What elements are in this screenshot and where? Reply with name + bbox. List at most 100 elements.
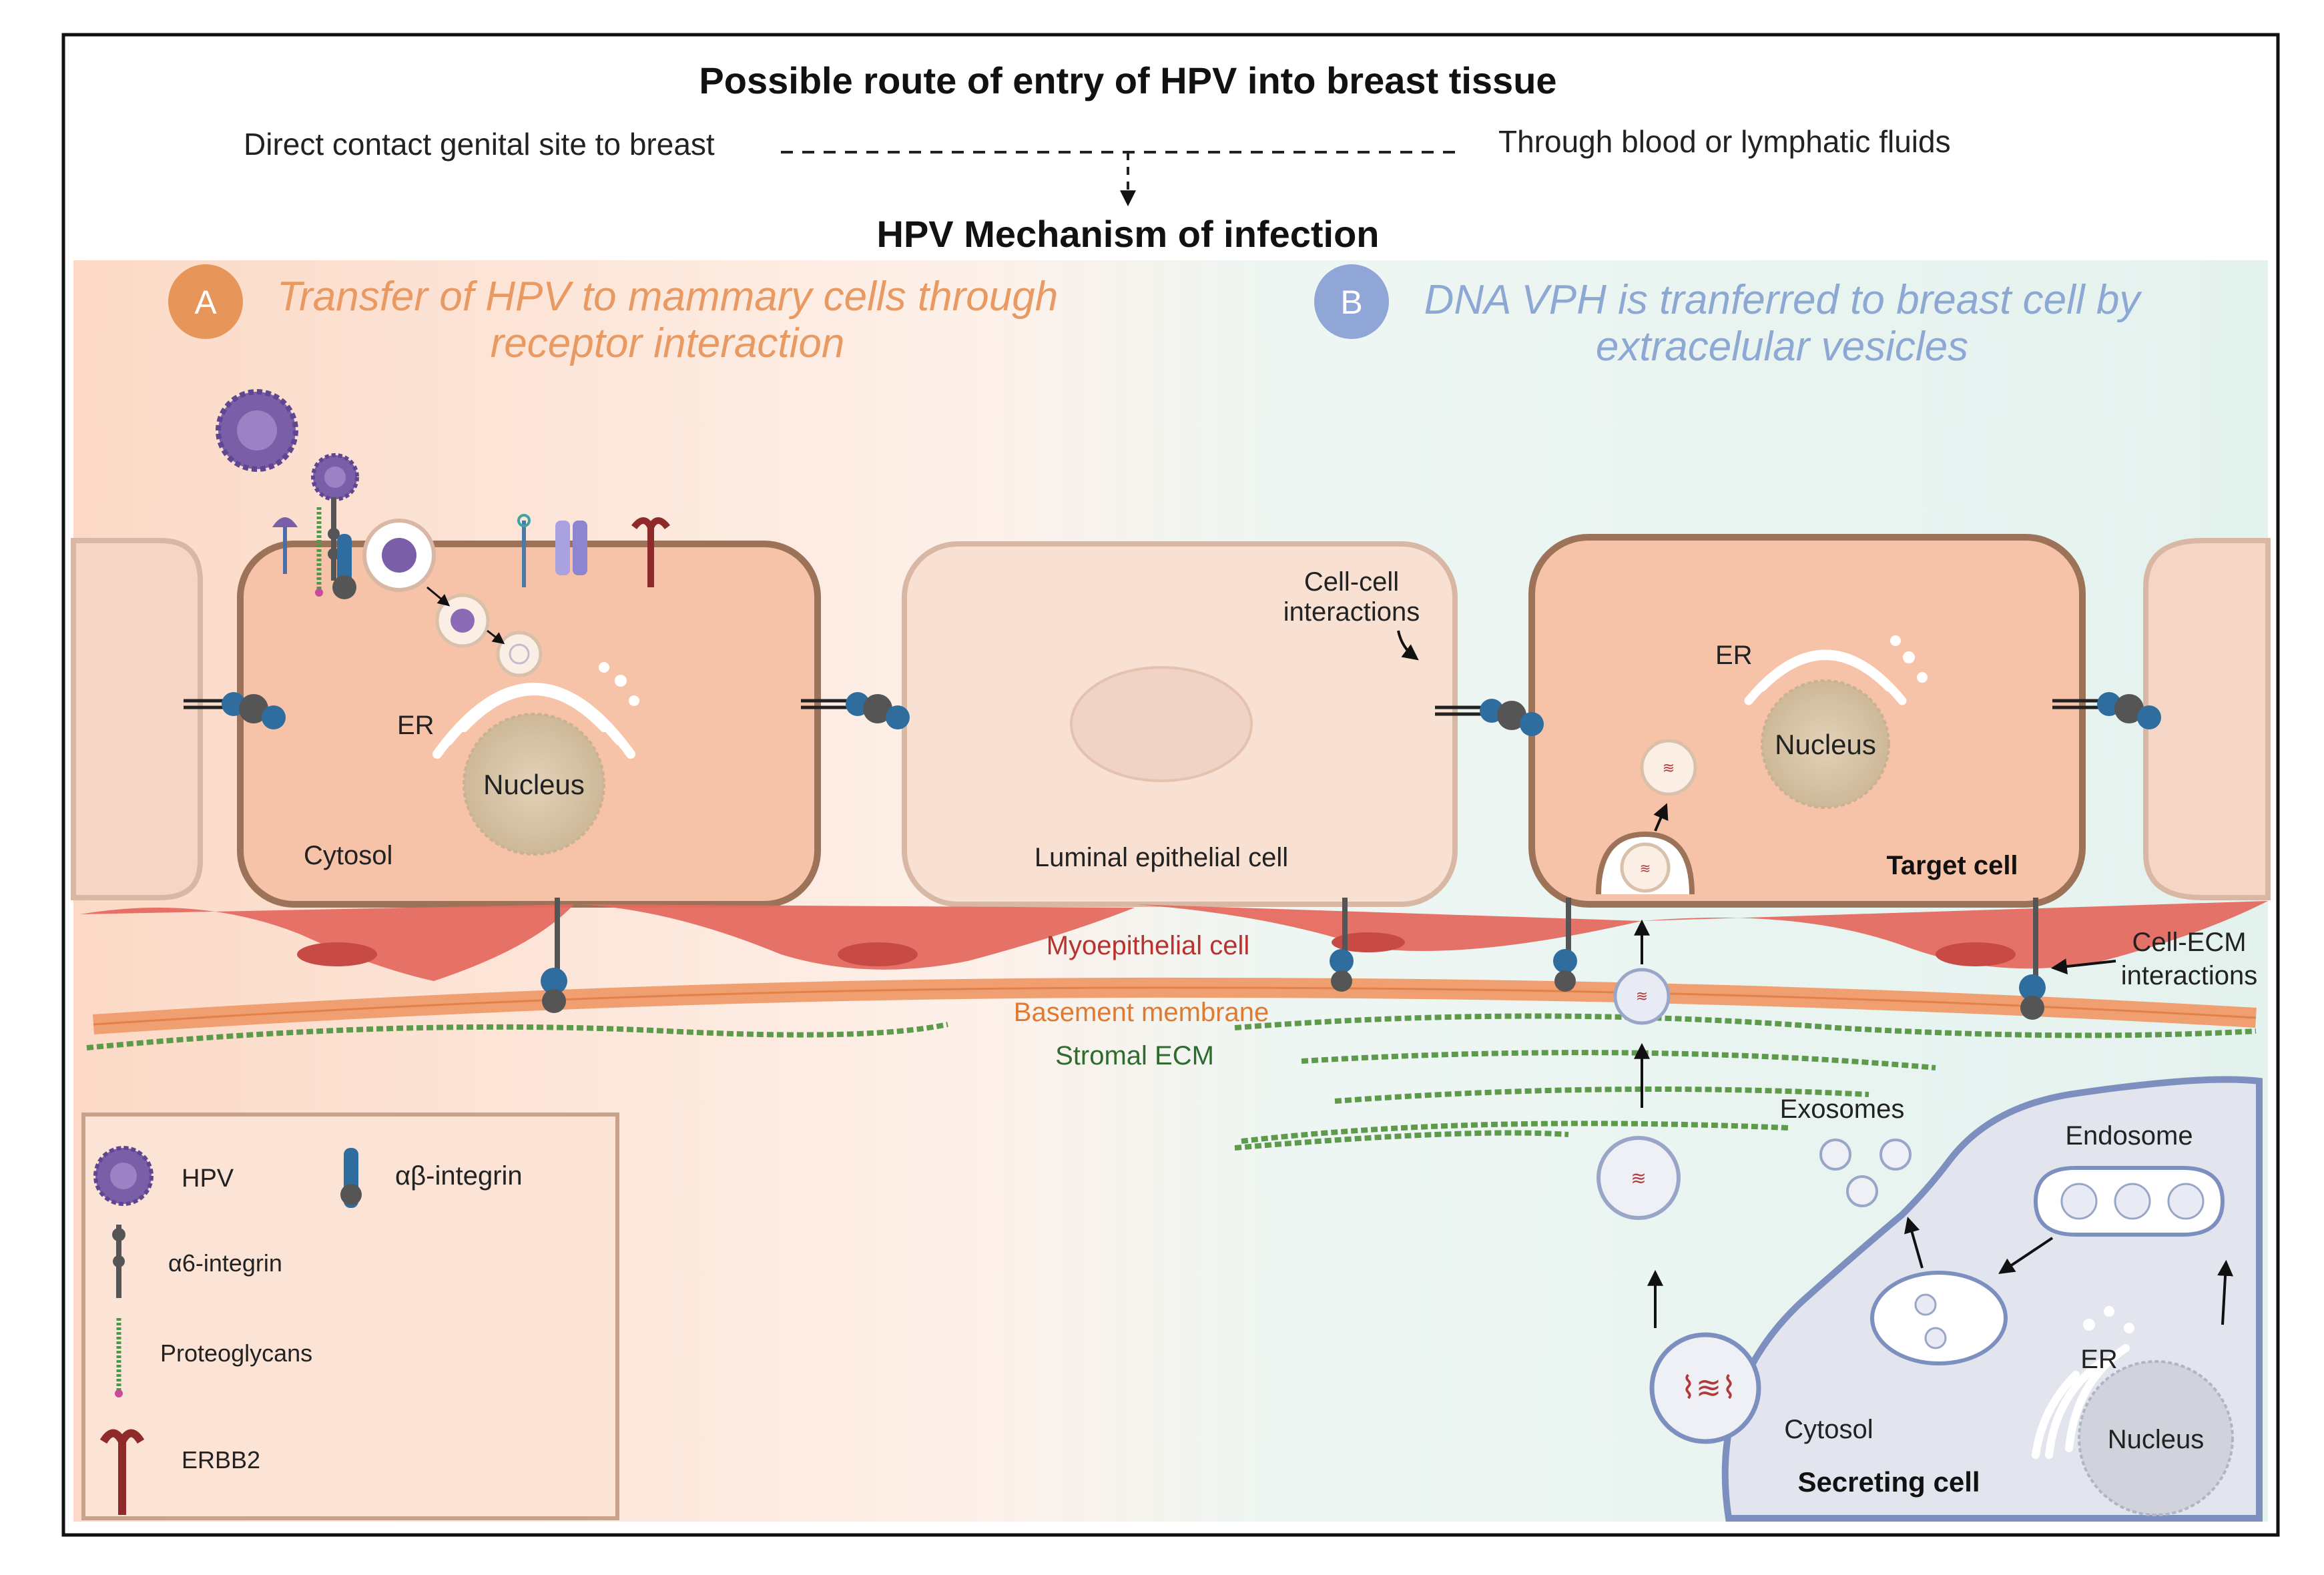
er-a-vesicles (599, 662, 639, 706)
junction-4-icon (2052, 692, 2161, 729)
cell-ecm-arrow (2050, 958, 2116, 975)
junction-2-icon (801, 692, 910, 729)
er-a-icon (432, 683, 635, 759)
junction-1-icon (184, 692, 286, 729)
route-left-label: Direct contact genital site to breast (244, 127, 715, 162)
stromal-ecm-fibers (86, 1013, 2257, 1151)
endosome-arrow (1998, 1237, 2054, 1274)
nucleus-target-label: Nucleus (1775, 729, 1876, 760)
endocytosis-arrow-1 (426, 586, 451, 607)
nucleus-secreting-label: Nucleus (2108, 1425, 2205, 1454)
nucleus-a (463, 713, 605, 856)
hpv-virion-large-icon (216, 389, 298, 472)
target-cell-label: Target cell (1886, 851, 2018, 880)
legend-ab-integrin-label: αβ-integrin (395, 1161, 523, 1191)
anchor-integrin-3-icon (1553, 898, 1577, 992)
legend-erbb2-icon (99, 1429, 145, 1515)
endocytic-hpv-3 (509, 643, 530, 665)
legend-hpv-icon (93, 1146, 154, 1206)
exosome-group-icon (1819, 1139, 1912, 1207)
epithelial-cell-partial-left (71, 538, 203, 900)
late-endosome-vesicle-1 (1914, 1293, 1937, 1316)
cell-cell-label-line2: interactions (1283, 597, 1420, 627)
myoepithelial-label: Myoepithelial cell (1047, 931, 1250, 960)
nucleus-target (1761, 679, 1890, 809)
endocytic-hpv-2 (451, 609, 475, 633)
endosome-label: Endosome (2065, 1121, 2193, 1151)
panel-a-badge (168, 264, 243, 339)
er-secreting-label: ER (2080, 1345, 2118, 1374)
transit-vesicle-2 (1596, 1136, 1681, 1220)
dna-icon-1: ≋ (1663, 759, 1675, 776)
er-to-endosome-arrow (2217, 1259, 2234, 1325)
er-a-label: ER (397, 711, 434, 740)
purple-receptor-icon (272, 517, 298, 574)
luminal-cell-label: Luminal epithelial cell (1035, 843, 1288, 872)
luminal-nucleus (1070, 666, 1253, 782)
legend-a6-integrin-icon (112, 1225, 125, 1298)
legend-ab-integrin-icon (340, 1148, 362, 1208)
legend-erbb2-label: ERBB2 (182, 1446, 260, 1474)
ab-integrin-cell-a-icon (332, 534, 356, 599)
myo-nucleus-3 (1332, 932, 1405, 952)
legend-hpv-label: HPV (182, 1165, 234, 1193)
basement-membrane-edge (93, 986, 2257, 1026)
myoepithelial-cell-4 (1642, 901, 2268, 969)
panel-a-badge-letter: A (194, 284, 217, 321)
er-secreting-vesicles (2083, 1306, 2134, 1333)
nucleus-secreting (2078, 1360, 2234, 1516)
myoepithelial-cell-2 (574, 904, 1135, 970)
dna-icon-3: ≋ (1636, 988, 1648, 1004)
proteoglycan-receptor-icon (315, 507, 323, 597)
panel-b-title-line2: extracelular vesicles (1596, 324, 1968, 370)
figure-title: Possible route of entry of HPV into brea… (699, 59, 1556, 101)
cell-ecm-label-line2: interactions (2121, 961, 2258, 990)
dna-icon-2: ≋ (1640, 862, 1651, 876)
anchor-integrin-4-icon (2019, 898, 2046, 1020)
panel-b-title-line1: DNA VPH is tranferred to breast cell by (1424, 277, 2143, 323)
myo-nucleus-4 (1936, 942, 2016, 966)
myo-nucleus-1 (297, 942, 377, 966)
anchor-integrin-2-icon (1330, 898, 1354, 992)
fusing-vesicle (1620, 842, 1671, 893)
route-right-label: Through blood or lymphatic fluids (1498, 124, 1951, 159)
er-target-icon (1744, 649, 1907, 705)
channel-protein-icon (555, 521, 587, 575)
erbb2-receptor-icon (631, 517, 670, 587)
cytosol-a-label: Cytosol (304, 841, 392, 870)
legend-proteoglycans-label: Proteoglycans (160, 1339, 312, 1367)
er-secreting-icon (2032, 1344, 2130, 1459)
exocytosis-arrow (1904, 1217, 1924, 1269)
budding-vesicle (1649, 1332, 1761, 1444)
panel-b-badge-letter: B (1340, 284, 1362, 321)
uptake-arrow (1653, 803, 1669, 832)
endocytic-vesicle-3 (496, 631, 543, 677)
endosome-vesicles (2060, 1183, 2205, 1220)
transit-vesicle-1 (1613, 968, 1671, 1025)
myo-nucleus-2 (838, 942, 918, 966)
panel-a-title-line2: receptor interaction (491, 320, 845, 366)
dna-double-helix-icon: ⌇≋⌇ (1681, 1370, 1736, 1405)
cell-cell-arrow (1397, 630, 1419, 661)
internalized-vesicle (1640, 739, 1697, 796)
panel-b-badge (1314, 264, 1389, 339)
epithelial-cell-partial-right (2143, 538, 2271, 900)
panel-a-title-line1: Transfer of HPV to mammary cells through (277, 274, 1058, 320)
basement-membrane-label: Basement membrane (1014, 998, 1269, 1027)
cytosol-secreting-label: Cytosol (1784, 1415, 1873, 1444)
a6-integrin-receptor-icon (328, 497, 340, 581)
exosomes-label: Exosomes (1780, 1094, 1905, 1124)
dna-icon-4: ≋ (1631, 1168, 1646, 1189)
anchor-integrin-1-icon (541, 898, 567, 1013)
stromal-ecm-label: Stromal ECM (1055, 1041, 1214, 1070)
teal-receptor-icon (517, 514, 531, 587)
legend-a6-integrin-label: α6-integrin (168, 1249, 282, 1277)
mechanism-title: HPV Mechanism of infection (877, 213, 1380, 255)
endocytosis-arrow-2 (487, 629, 505, 645)
er-target-label: ER (1715, 641, 1753, 670)
myoepithelial-cell-3 (1135, 904, 1642, 951)
cell-cell-label-line1: Cell-cell (1304, 567, 1399, 597)
legend-proteoglycans-icon (115, 1318, 123, 1397)
er-target-vesicles (1890, 635, 1928, 683)
